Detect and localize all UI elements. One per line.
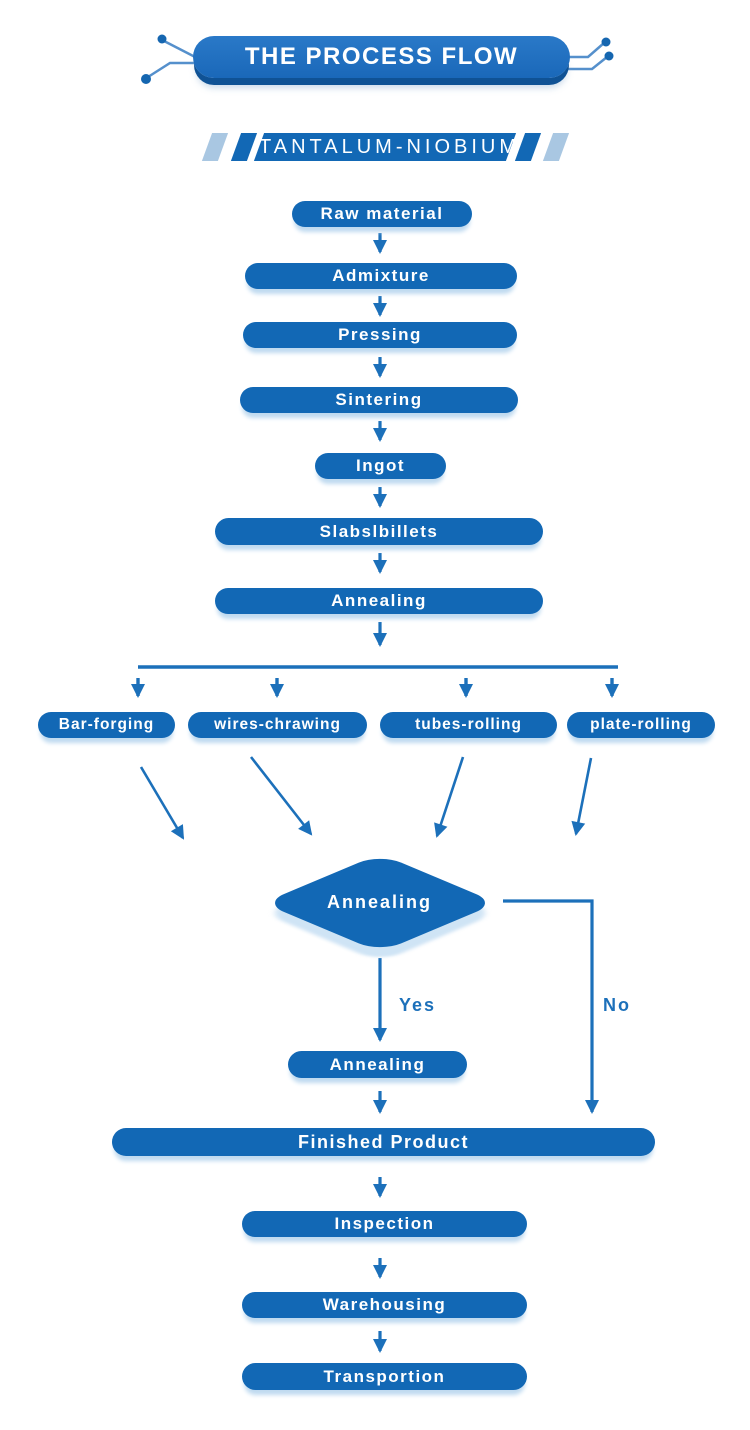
node-finished-product: Finished Product [112,1128,655,1156]
banner-slash-left-light [201,133,229,161]
node-annealing: Annealing [215,588,543,614]
branch-connectors [131,665,619,698]
node-raw-material: Raw material [292,201,472,227]
decision-label: Annealing [326,892,432,912]
banner-slash-left-dark [230,133,258,161]
label-no: No [603,995,631,1015]
node-plate-rolling: plate-rolling [567,712,715,738]
node-wires-chrawing: wires-chrawing [188,712,367,738]
page-title: THE PROCESS FLOW [193,36,570,78]
label-yes: Yes [399,995,437,1015]
decision-annealing: Annealing [262,853,497,962]
node-admixture: Admixture [245,263,517,289]
node-inspection: Inspection [242,1211,527,1237]
node-warehousing: Warehousing [242,1292,527,1318]
node-tubes-rolling: tubes-rolling [380,712,557,738]
banner-title: TANTALUM-NIOBIUM [259,136,521,158]
node-bar-forging: Bar-forging [38,712,175,738]
banner-slash-right-light [542,133,570,161]
node-ingot: Ingot [315,453,446,479]
node-slabs-billets: Slabslbillets [215,518,543,545]
node-sintering: Sintering [240,387,518,413]
node-pressing: Pressing [243,322,517,348]
node-transportion: Transportion [242,1363,527,1390]
diagonal-arrows [139,756,593,840]
node-annealing-after: Annealing [288,1051,467,1078]
